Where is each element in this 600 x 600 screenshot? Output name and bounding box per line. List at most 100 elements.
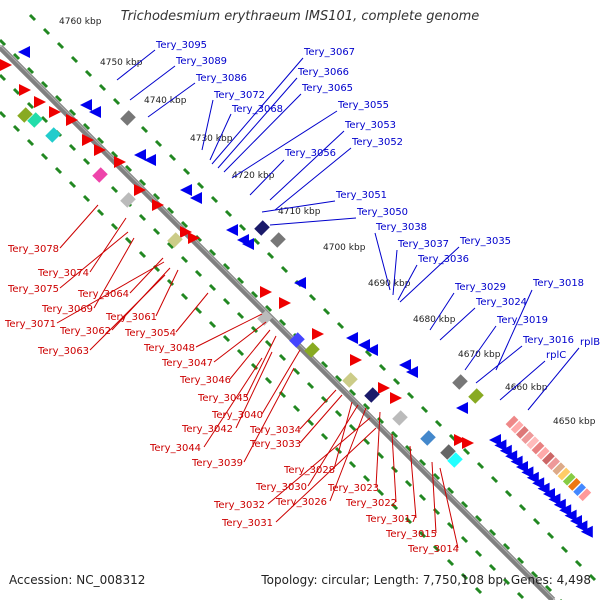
reverse-gene-arrow bbox=[548, 493, 561, 506]
gene-label-forward: Tery_3030 bbox=[255, 482, 307, 493]
reverse-gene-arrow bbox=[489, 434, 501, 446]
gene-label-reverse-leader bbox=[217, 77, 298, 169]
gene-label-forward: Tery_3039 bbox=[191, 458, 243, 469]
gene-label-forward-leader bbox=[243, 367, 295, 463]
tick-mark bbox=[56, 41, 65, 50]
gene-label-reverse: Tery_3019 bbox=[496, 315, 548, 326]
scale-label: 4670 kbp bbox=[458, 350, 501, 360]
gene-label-reverse: rplC bbox=[546, 350, 566, 361]
tick-mark bbox=[532, 517, 541, 526]
tick-mark bbox=[348, 388, 357, 397]
tick-mark bbox=[320, 432, 329, 441]
tick-mark bbox=[68, 143, 77, 152]
tick-mark bbox=[546, 531, 555, 540]
gene-label-reverse: Tery_3067 bbox=[303, 47, 355, 58]
gene-label-reverse: Tery_3018 bbox=[532, 278, 584, 289]
gene-label-reverse: Tery_3035 bbox=[459, 236, 511, 247]
forward-gene-arrow bbox=[66, 114, 78, 126]
tick-mark bbox=[194, 306, 203, 315]
tick-mark bbox=[236, 276, 245, 285]
gene-label-forward: Tery_3023 bbox=[327, 483, 379, 494]
gene-label-reverse-leader bbox=[392, 249, 398, 296]
tick-mark bbox=[446, 486, 455, 495]
tick-mark bbox=[362, 402, 371, 411]
forward-gene-arrow bbox=[152, 199, 164, 211]
reverse-gene-arrow bbox=[521, 466, 534, 479]
tick-mark bbox=[502, 542, 511, 551]
gene-label-forward-leader bbox=[439, 467, 459, 549]
tick-mark bbox=[222, 262, 231, 271]
gene-box bbox=[27, 112, 43, 128]
tick-mark bbox=[460, 535, 469, 544]
tick-mark bbox=[392, 377, 401, 386]
gene-label-forward: Tery_3026 bbox=[275, 497, 327, 508]
gene-cluster-block bbox=[526, 436, 540, 450]
gene-label-forward: Tery_3033 bbox=[249, 439, 301, 450]
tick-mark bbox=[236, 348, 245, 357]
tick-mark bbox=[222, 297, 231, 306]
gene-cluster-block bbox=[516, 426, 529, 439]
gene-label-forward-leader bbox=[203, 357, 263, 448]
tick-mark bbox=[418, 530, 427, 539]
reverse-gene-arrow bbox=[399, 359, 411, 371]
tick-mark bbox=[12, 124, 21, 133]
gene-label-reverse-leader bbox=[269, 130, 345, 201]
tick-mark bbox=[208, 248, 217, 257]
gene-labels: Tery_3095Tery_3089Tery_3086Tery_3072Tery… bbox=[4, 40, 600, 555]
gene-label-forward-leader bbox=[431, 461, 437, 534]
gene-label-reverse-leader bbox=[129, 65, 176, 101]
gene-label-forward-leader bbox=[333, 401, 353, 470]
tick-mark bbox=[110, 150, 119, 159]
gene-label-reverse-leader bbox=[261, 200, 336, 213]
forward-gene-arrow bbox=[0, 59, 12, 71]
gene-label-reverse: Tery_3053 bbox=[344, 120, 396, 131]
forward-gene-arrow bbox=[454, 434, 466, 446]
scale-label: 4690 kbp bbox=[368, 279, 411, 289]
gene-label-forward-leader bbox=[175, 292, 209, 333]
reverse-gene-arrow bbox=[559, 504, 572, 517]
tick-mark bbox=[70, 55, 79, 64]
forward-gene-arrow bbox=[462, 437, 474, 449]
gene-label-forward: Tery_3078 bbox=[7, 244, 59, 255]
tick-mark bbox=[112, 97, 121, 106]
tick-mark bbox=[418, 493, 427, 502]
gene-label-reverse-leader bbox=[209, 113, 232, 161]
tick-mark bbox=[140, 125, 149, 134]
scale-label: 4680 kbp bbox=[413, 315, 456, 325]
tick-mark bbox=[166, 206, 175, 215]
gene-cluster-block bbox=[573, 483, 586, 496]
reverse-gene-arrow bbox=[499, 444, 512, 457]
gene-label-forward-leader bbox=[409, 445, 417, 519]
gene-label-forward: Tery_3014 bbox=[407, 544, 459, 555]
gene-label-reverse: Tery_3036 bbox=[417, 254, 469, 265]
genome-summary: Topology: circular; Length: 7,750,108 bp… bbox=[261, 573, 591, 587]
tick-mark bbox=[574, 559, 583, 568]
tick-mark bbox=[474, 514, 483, 523]
gene-label-reverse: Tery_3065 bbox=[301, 83, 353, 94]
tick-mark bbox=[196, 181, 205, 190]
gene-label-forward: Tery_3062 bbox=[59, 326, 111, 337]
tick-mark bbox=[446, 521, 455, 530]
gene-label-reverse: Tery_3086 bbox=[195, 73, 247, 84]
tick-mark bbox=[182, 167, 191, 176]
tick-mark bbox=[502, 577, 511, 586]
gene-label-reverse: Tery_3056 bbox=[284, 148, 336, 159]
gene-label-reverse-leader bbox=[201, 99, 214, 151]
backbone-line bbox=[0, 44, 556, 600]
tick-mark bbox=[362, 474, 371, 483]
tick-mark bbox=[544, 584, 553, 593]
tick-mark bbox=[516, 556, 525, 565]
gene-box bbox=[468, 388, 484, 404]
tick-mark bbox=[518, 503, 527, 512]
forward-gene-arrow bbox=[279, 297, 291, 309]
tick-mark bbox=[306, 418, 315, 427]
tick-mark bbox=[124, 164, 133, 173]
reverse-gene-arrow bbox=[510, 455, 523, 468]
gene-label-forward: Tery_3040 bbox=[211, 410, 263, 421]
gene-label-forward-leader bbox=[129, 257, 164, 294]
tick-mark bbox=[432, 544, 441, 553]
gene-label-reverse: Tery_3066 bbox=[297, 67, 349, 78]
forward-gene-arrow bbox=[390, 392, 402, 404]
reverse-gene-arrow bbox=[190, 192, 202, 204]
gene-label-forward: Tery_3069 bbox=[41, 304, 93, 315]
